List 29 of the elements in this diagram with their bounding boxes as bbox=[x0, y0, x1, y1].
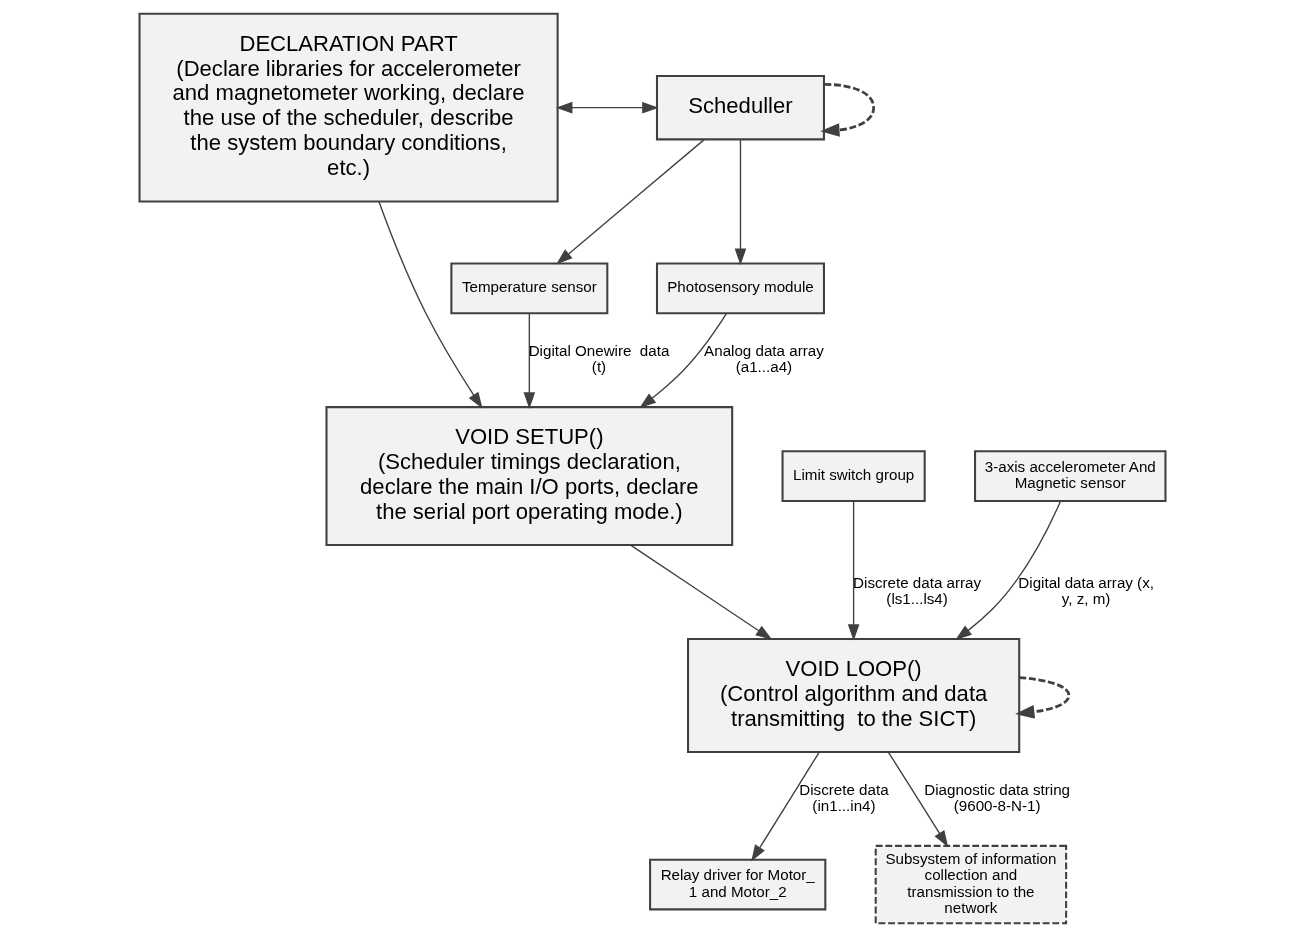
arrow bbox=[819, 83, 875, 137]
arrow bbox=[847, 500, 859, 641]
arrow bbox=[555, 101, 659, 114]
arrow bbox=[523, 312, 535, 409]
node-box: Photosensory module bbox=[655, 262, 825, 315]
edge-label: Analog data array (a1...a4) bbox=[703, 341, 824, 376]
edge-label: Discrete data array (ls1...ls4) bbox=[852, 573, 981, 608]
node-box: VOID LOOP() (Control algorithm and data transmitting to the SICT) bbox=[686, 637, 1020, 754]
edge-label: Discrete data (in1...in4) bbox=[798, 780, 889, 815]
arrow bbox=[734, 138, 746, 266]
arrow bbox=[887, 751, 948, 848]
edge-label: Digital data array (x, y, z, m) bbox=[1017, 573, 1154, 608]
node-box: DECLARATION PART (Declare libraries for accelerometer and magnetometer working, declare the use of the scheduler, describe the system boundary conditions, etc.) bbox=[138, 12, 559, 203]
node-box: Limit switch group bbox=[781, 450, 926, 502]
node-box: VOID SETUP() (Scheduler timings declaration, declare the main I/O ports, declare the serial port operating mode.) bbox=[324, 406, 733, 547]
node-box: Relay driver for Motor_ 1 and Motor_2 bbox=[648, 858, 826, 911]
node-box: Subsystem of information collection and transmission to the network bbox=[874, 844, 1067, 925]
edge-label: Diagnostic data string (9600-8-N-1) bbox=[923, 780, 1070, 815]
arrow bbox=[954, 500, 1061, 641]
arrow bbox=[750, 751, 820, 862]
arrow bbox=[629, 544, 772, 640]
edge-label: Digital Onewire data (t) bbox=[528, 341, 669, 376]
node-box: Temperature sensor bbox=[449, 262, 608, 315]
arrow bbox=[638, 312, 727, 409]
arrow bbox=[377, 201, 483, 409]
node-box: Scheduller bbox=[655, 74, 825, 141]
arrow bbox=[1014, 676, 1070, 719]
arrow bbox=[555, 138, 705, 265]
node-box: 3-axis accelerometer And Magnetic sensor bbox=[973, 450, 1166, 502]
